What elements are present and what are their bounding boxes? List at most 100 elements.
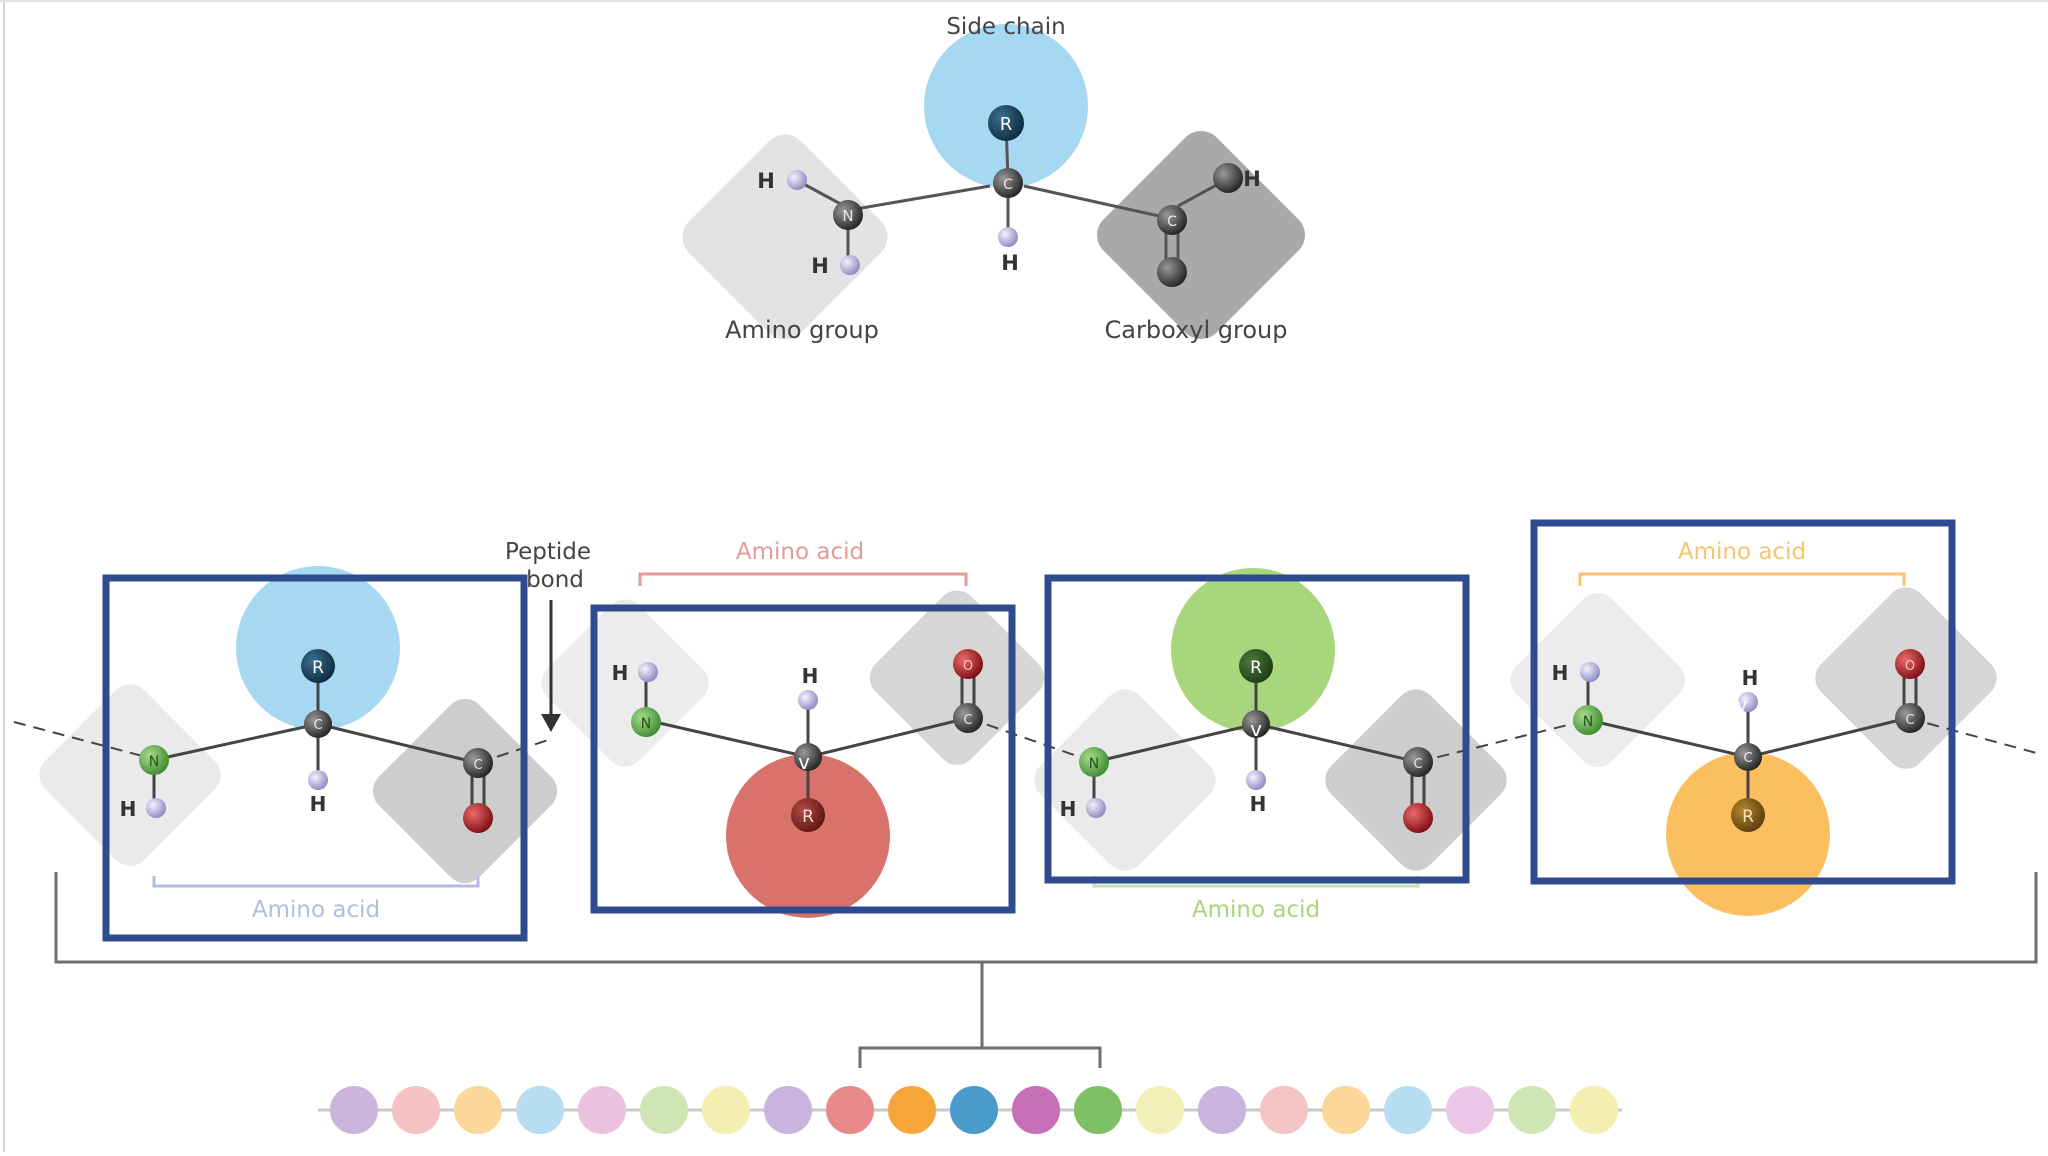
top-n-atom: [833, 200, 863, 230]
amino-group-diamond: [682, 134, 888, 340]
aa1-alpha-hydrogen: [308, 770, 328, 790]
aa3-alpha-hydrogen-label: H: [1250, 792, 1267, 816]
bead-15: [1198, 1086, 1246, 1134]
bead-14: [1136, 1086, 1184, 1134]
aa3-r-atom: [1239, 649, 1273, 683]
aa3-n-label: N: [1089, 756, 1099, 772]
aa2-r-atom: [791, 798, 825, 832]
highlight-boxes: [102, 519, 1956, 942]
aa4-n-label: N: [1583, 714, 1593, 730]
bond-c-oh: [1177, 180, 1223, 208]
chain-right-dashes: [1907, 717, 2041, 755]
aa1-bracket: [152, 876, 480, 888]
aa1-carbonyl-carbon: [463, 748, 493, 778]
aa1-alpha-carbon: [304, 710, 332, 738]
bead-2: [392, 1086, 440, 1134]
top-n-hydrogen-1-label: H: [757, 169, 775, 193]
bead-1: [330, 1086, 378, 1134]
amino-acid-3: R v H N H C: [1060, 649, 1433, 833]
top-r-atom-label: R: [1000, 114, 1013, 135]
bead-11: [950, 1086, 998, 1134]
aa3-bracket-label: Amino acid: [1192, 897, 1320, 923]
top-double-bond-oxygen: [1157, 257, 1187, 287]
single-amino-acid-structure: R C N H H H C H Side chain Amino group C…: [682, 14, 1306, 344]
bead-21: [1570, 1086, 1618, 1134]
bead-10: [888, 1086, 936, 1134]
aa4-bracket-label: Amino acid: [1678, 539, 1806, 565]
aa1-r-atom: [301, 649, 335, 683]
bead-9: [826, 1086, 874, 1134]
bead-20: [1508, 1086, 1556, 1134]
aa3-alpha-carbon: [1242, 710, 1270, 738]
aa3-carbonyl-carbon: [1403, 747, 1433, 777]
aa2-r-label: R: [802, 807, 814, 827]
bead-16: [1260, 1086, 1308, 1134]
aa1-oxygen: [463, 803, 493, 833]
bead-5: [578, 1086, 626, 1134]
peptide-bond-label-line1: Peptide: [505, 539, 591, 565]
bead-chain: [330, 1086, 1618, 1134]
top-alpha-hydrogen: [998, 227, 1018, 247]
aa1-carbonyl-carbon-label: C: [473, 758, 482, 773]
aa2-side-chain-circle: [726, 754, 890, 918]
aa4-alpha-hydrogen-mark: v: [1737, 695, 1748, 716]
highlight-box-4: [1530, 519, 1956, 885]
bead-18: [1384, 1086, 1432, 1134]
bond-c-n: [849, 184, 991, 212]
top-alpha-carbon-atom: [993, 168, 1023, 198]
aa3-alpha-hydrogen: [1246, 770, 1266, 790]
aa4-n-hydrogen: [1580, 662, 1600, 682]
amino-group-label: Amino group: [725, 316, 879, 344]
aa2-alpha-carbon-mark: v: [798, 750, 810, 774]
aa4-carbonyl-carbon: [1895, 703, 1925, 733]
bead-6: [640, 1086, 688, 1134]
amino-acid-2: N H H v R C O: [612, 649, 983, 832]
aa3-r-label: R: [1250, 658, 1262, 678]
aa1-alpha-carbon-label: C: [313, 718, 322, 733]
aa2-n-hydrogen: [638, 662, 658, 682]
aa2-oxygen-label: O: [963, 659, 973, 674]
aa1-bracket-label: Amino acid: [252, 897, 380, 923]
highlight-box-1: [102, 574, 528, 942]
aa2-carbonyl-carbon-label: C: [963, 713, 972, 728]
aa4-r-atom: [1731, 798, 1765, 832]
aa4-r-label: R: [1742, 807, 1754, 827]
aa4-carbonyl-carbon-label: C: [1905, 713, 1914, 728]
aa4-alpha-carbon-label: C: [1743, 751, 1752, 766]
aa4-oxygen: [1895, 649, 1925, 679]
aa1-n-label: N: [149, 754, 159, 770]
aa4-n-hydrogen-label: H: [1552, 661, 1569, 685]
aa4-side-chain-circle: [1666, 752, 1830, 916]
aa2-alpha-hydrogen: [798, 690, 818, 710]
aa4-alpha-hydrogen-label: H: [1742, 666, 1759, 690]
aa2-n-atom: [631, 707, 661, 737]
aa3-carbonyl-carbon-label: C: [1413, 757, 1422, 772]
chain-left-dashes: [13, 721, 151, 759]
side-chain-label: Side chain: [946, 14, 1065, 40]
aa1-r-label: R: [312, 658, 324, 678]
top-hydroxyl-oxygen: [1213, 163, 1243, 193]
peptide-bond-arrowhead: [541, 714, 561, 732]
aa2-bracket-label: Amino acid: [736, 539, 864, 565]
aa2-oxygen: [953, 649, 983, 679]
top-n-hydrogen-1: [787, 170, 807, 190]
highlight-box-2: [590, 604, 1016, 914]
bead-4: [516, 1086, 564, 1134]
top-r-atom: [988, 105, 1024, 141]
amino-acid-1: R C H N H C: [120, 649, 493, 833]
top-n-atom-label: N: [842, 207, 853, 225]
top-alpha-carbon-label: C: [1003, 177, 1013, 193]
top-hydroxyl-h-label: H: [1243, 167, 1261, 191]
carboxyl-group-label: Carboxyl group: [1105, 316, 1288, 344]
top-alpha-hydrogen-label: H: [1001, 251, 1019, 275]
aa2-n-hydrogen-label: H: [612, 661, 629, 685]
aa4-alpha-hydrogen: [1738, 692, 1758, 712]
aa2-bracket: [638, 572, 968, 586]
aa2-alpha-hydrogen-label: H: [802, 664, 819, 688]
bead-12: [1012, 1086, 1060, 1134]
aa2-alpha-carbon: [794, 743, 822, 771]
aa3-oxygen: [1403, 803, 1433, 833]
top-n-hydrogen-2: [840, 255, 860, 275]
